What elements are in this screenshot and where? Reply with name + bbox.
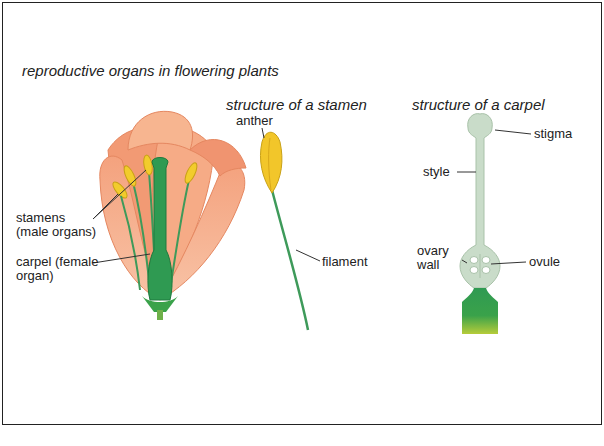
figure-heading: reproductive organs in flowering plants [22, 62, 279, 79]
figure-heading: structure of a stamen [226, 96, 367, 113]
part-label: stamens (male organs) [16, 211, 100, 239]
part-label: style [423, 165, 450, 179]
part-label: stigma [534, 127, 572, 141]
figure-heading: structure of a carpel [412, 96, 545, 113]
part-label: ovule [529, 255, 560, 269]
part-label: filament [322, 255, 368, 269]
part-label: carpel (female organ) [16, 255, 100, 283]
part-label: anther [236, 114, 273, 128]
part-label: ovary wall [417, 244, 461, 272]
